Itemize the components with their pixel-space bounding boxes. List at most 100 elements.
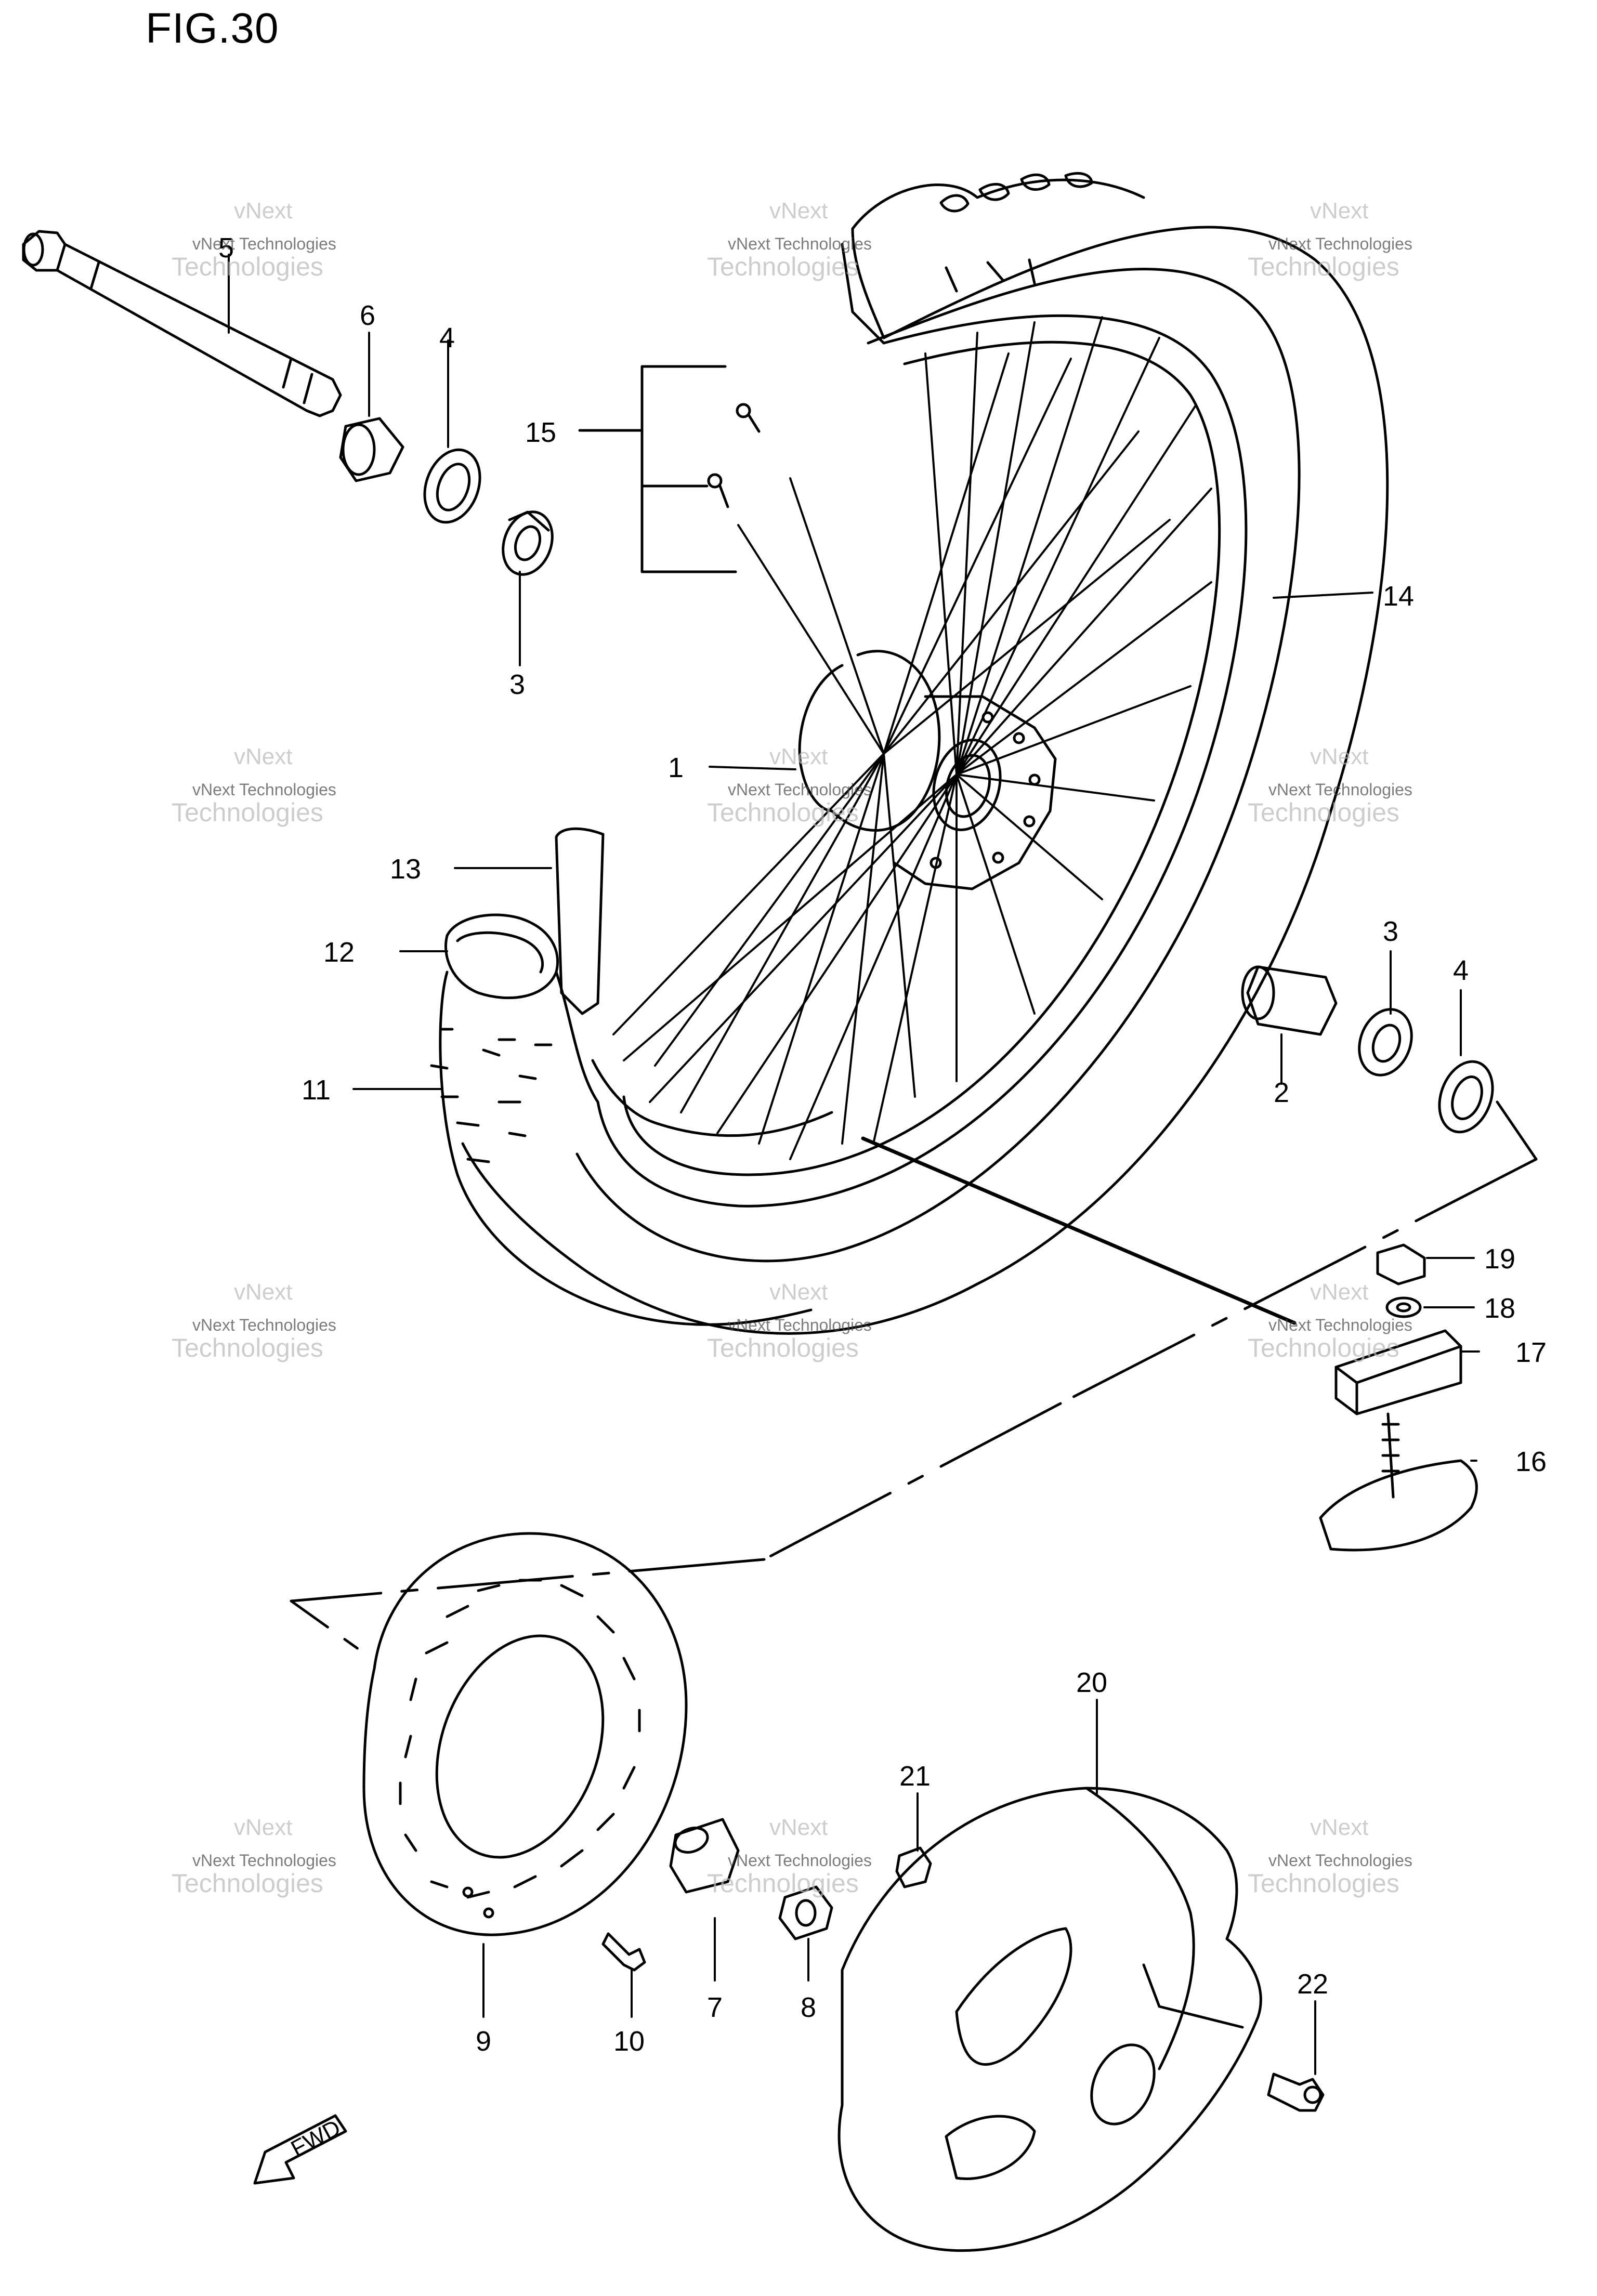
spacer-2: [1241, 965, 1338, 1036]
watermark-line2: vNext Technologies: [1268, 234, 1412, 253]
callout-12: 12: [323, 937, 355, 968]
callout-11: 11: [302, 1074, 331, 1106]
watermark-line1: vNext: [234, 1815, 292, 1840]
watermark-line1: vNext: [1310, 198, 1368, 224]
callout-16: 16: [1515, 1446, 1547, 1477]
nut-19: [1376, 1243, 1426, 1285]
watermark-line3: Technologies: [707, 1333, 859, 1362]
watermark-line3: Technologies: [172, 798, 323, 827]
watermark-line3: Technologies: [172, 1333, 323, 1362]
assembly-line: [290, 1100, 1538, 1655]
watermark-line3: Technologies: [707, 798, 859, 827]
bolt-10: [601, 1932, 646, 1972]
callout-22: 22: [1297, 1969, 1328, 2000]
bearing-upper: [502, 510, 554, 576]
callout-18: 18: [1484, 1293, 1515, 1324]
figure-title: FIG.30: [146, 5, 279, 52]
callout-9: 9: [476, 2026, 491, 2057]
callout-17: 17: [1515, 1337, 1547, 1368]
watermark-line1: vNext: [234, 744, 292, 769]
front-axle: [22, 230, 342, 417]
watermark-line2: vNext Technologies: [728, 1316, 872, 1334]
watermark-line1: vNext: [769, 744, 828, 769]
disc-cover: [837, 1787, 1262, 2252]
watermark-line2: vNext Technologies: [728, 234, 872, 253]
callout-numbers: 5 6 4 15 3 14 1 13 12 11 3 4 2 19 18 17 …: [218, 232, 1547, 2057]
watermark-line2: vNext Technologies: [1268, 1316, 1412, 1334]
rim-lock-17: [1334, 1329, 1462, 1415]
watermark-line2: vNext Technologies: [192, 1316, 336, 1334]
watermark-line1: vNext: [769, 1279, 828, 1305]
wheel-spokes: [612, 316, 1212, 1160]
leader-lines: [228, 254, 1480, 2075]
callout-8: 8: [801, 1992, 816, 2023]
fwd-label: FWD: [287, 2115, 345, 2162]
callout-3: 3: [509, 669, 525, 700]
wheel-hub: [798, 650, 1057, 890]
oil-seal-lower: [1438, 1060, 1494, 1134]
watermark-line2: vNext Technologies: [728, 780, 872, 799]
watermark-line3: Technologies: [1248, 1333, 1399, 1362]
watermark-line2: vNext Technologies: [728, 1851, 872, 1870]
watermark-line3: Technologies: [1248, 798, 1399, 827]
callout-4b: 4: [1453, 955, 1469, 986]
rim-lock-16: [1319, 1412, 1478, 1552]
watermark-line3: Technologies: [707, 252, 859, 281]
seal-8: [778, 1885, 833, 1940]
tire: [461, 172, 1389, 1335]
spoke-nipples: [707, 403, 761, 508]
watermark-line2: vNext Technologies: [192, 780, 336, 799]
callout-19: 19: [1484, 1243, 1515, 1275]
watermark-line2: vNext Technologies: [1268, 780, 1412, 799]
fwd-arrow-icon: [253, 2114, 347, 2185]
nut-21: [895, 1846, 932, 1888]
watermark-line3: Technologies: [172, 1869, 323, 1898]
callout-15: 15: [525, 417, 556, 448]
callout-3b: 3: [1383, 916, 1398, 947]
callout-21: 21: [899, 1761, 931, 1792]
callout-10: 10: [613, 2026, 645, 2057]
watermark-line1: vNext: [234, 1279, 292, 1305]
callout-20: 20: [1076, 1667, 1107, 1698]
watermark-line3: Technologies: [1248, 252, 1399, 281]
watermark-line1: vNext: [1310, 1279, 1368, 1305]
bearing-lower: [1358, 1008, 1413, 1077]
callout-4: 4: [439, 322, 455, 353]
valve-rod: [861, 1136, 1297, 1325]
watermark-line1: vNext: [1310, 1815, 1368, 1840]
watermark-line2: vNext Technologies: [192, 1851, 336, 1870]
watermark-line2: vNext Technologies: [1268, 1851, 1412, 1870]
callout-6: 6: [360, 300, 375, 331]
callout-bracket-15: [578, 365, 737, 573]
oil-seal-upper: [423, 448, 481, 524]
washer-18: [1385, 1296, 1422, 1318]
watermark-line3: Technologies: [707, 1869, 859, 1898]
watermark-line3: Technologies: [1248, 1869, 1399, 1898]
callout-5: 5: [218, 232, 234, 264]
tire-section-left: [430, 827, 813, 1326]
callout-1: 1: [668, 752, 684, 783]
callout-13: 13: [390, 854, 421, 885]
watermark-line1: vNext: [769, 198, 828, 224]
spacer-7: [669, 1818, 740, 1894]
watermark-line1: vNext: [234, 198, 292, 224]
watermark-line1: vNext: [769, 1815, 828, 1840]
watermark-line3: Technologies: [172, 252, 323, 281]
callout-14: 14: [1383, 581, 1414, 612]
callout-7: 7: [707, 1992, 723, 2023]
brake-disc: [362, 1532, 688, 1936]
